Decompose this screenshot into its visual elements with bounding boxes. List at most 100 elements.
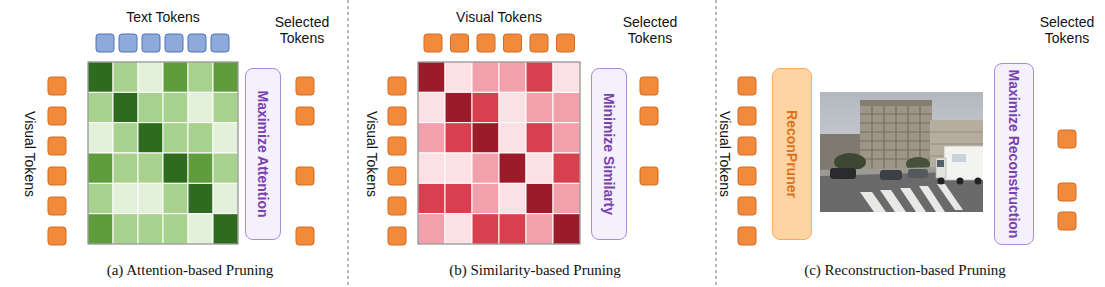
illustration-part — [944, 146, 983, 180]
matrix-cell — [445, 153, 472, 183]
matrix-cell — [163, 92, 188, 122]
matrix-cell — [138, 214, 163, 244]
visual-token — [738, 77, 756, 95]
selected-token — [640, 107, 658, 125]
visual-token — [48, 167, 66, 185]
matrix-cell — [499, 183, 526, 213]
matrix-cell — [526, 153, 553, 183]
visual-token — [48, 77, 66, 95]
matrix-cell — [526, 62, 553, 92]
visual-token — [477, 34, 495, 52]
selected-token — [296, 107, 314, 125]
illustration-part — [860, 192, 886, 212]
similarity-matrix — [418, 62, 580, 244]
matrix-cell — [526, 214, 553, 244]
output-label: Selected Tokens — [618, 14, 682, 46]
box-text: Minimize Similarty — [601, 93, 617, 215]
pruner-module: ReconPruner — [772, 68, 812, 240]
illustration-part — [936, 158, 946, 178]
visual-token — [504, 34, 522, 52]
selected-token — [296, 167, 314, 185]
matrix-cell — [499, 214, 526, 244]
matrix-cell — [138, 62, 163, 92]
matrix-cell — [113, 92, 138, 122]
illustration-part — [908, 169, 928, 178]
visual-token — [738, 167, 756, 185]
matrix-cell — [88, 153, 113, 183]
matrix-cell — [188, 214, 213, 244]
box-text: Maximize Reconstruction — [1006, 70, 1022, 239]
panel-separator — [348, 0, 349, 287]
matrix-cell — [472, 92, 499, 122]
matrix-cell — [163, 183, 188, 213]
illustration-part — [860, 106, 932, 172]
matrix-cell — [499, 153, 526, 183]
matrix-cell — [88, 183, 113, 213]
matrix-cell — [472, 62, 499, 92]
axis-label: Visual Tokens — [717, 111, 733, 197]
matrix-cell — [213, 92, 238, 122]
matrix-cell — [526, 183, 553, 213]
text-token — [165, 34, 183, 52]
illustration-part — [938, 178, 945, 185]
illustration-part — [871, 106, 872, 172]
matrix-cell — [213, 62, 238, 92]
matrix-cell — [553, 123, 580, 153]
tokens — [48, 34, 1076, 245]
matrix-cell — [138, 123, 163, 153]
matrix-cell — [163, 153, 188, 183]
matrix-cell — [418, 123, 445, 153]
axis-label: Visual Tokens — [22, 111, 38, 197]
matrix-cell — [418, 62, 445, 92]
matrix-cell — [88, 92, 113, 122]
matrix-cell — [445, 62, 472, 92]
matrix-cell — [88, 214, 113, 244]
matrices — [88, 62, 580, 244]
matrix-border — [88, 62, 238, 244]
subfigure-caption: (c) Reconstruction-based Pruning — [804, 262, 1006, 279]
matrix-cell — [163, 123, 188, 153]
visual-token — [530, 34, 548, 52]
matrix-cell — [213, 153, 238, 183]
attention-matrix — [88, 62, 238, 244]
matrix-cell — [553, 92, 580, 122]
matrix-cell — [188, 62, 213, 92]
selected-token — [640, 167, 658, 185]
illustration-part — [880, 190, 906, 212]
matrix-cell — [499, 123, 526, 153]
matrix-cell — [88, 123, 113, 153]
box-text: Maximize Attention — [255, 90, 271, 217]
illustration-part — [830, 168, 856, 179]
visual-token — [388, 167, 406, 185]
box-text: ReconPruner — [784, 110, 800, 198]
matrix-cell — [113, 214, 138, 244]
matrix-cell — [526, 92, 553, 122]
matrix-cell — [472, 123, 499, 153]
matrix-cell — [418, 92, 445, 122]
matrix-cell — [113, 62, 138, 92]
matrix-cell — [138, 92, 163, 122]
matrix-cell — [163, 214, 188, 244]
street-photo — [820, 92, 986, 212]
matrix-cell — [213, 183, 238, 213]
selected-token — [1058, 130, 1076, 148]
matrix-cell — [418, 153, 445, 183]
illustration-part — [895, 106, 896, 172]
matrix-cell — [113, 183, 138, 213]
visual-token — [451, 34, 469, 52]
visual-token — [738, 197, 756, 215]
matrix-cell — [138, 153, 163, 183]
illustration-part — [937, 160, 944, 167]
visual-token — [738, 137, 756, 155]
subfigure-caption: (a) Attention-based Pruning — [107, 262, 274, 279]
matrix-cell — [499, 92, 526, 122]
text-token — [188, 34, 206, 52]
matrix-cell — [553, 214, 580, 244]
illustration-part — [930, 132, 983, 133]
visual-token — [557, 34, 575, 52]
visual-token — [388, 77, 406, 95]
matrix-cell — [472, 153, 499, 183]
axis-label: Visual Tokens — [364, 111, 380, 197]
